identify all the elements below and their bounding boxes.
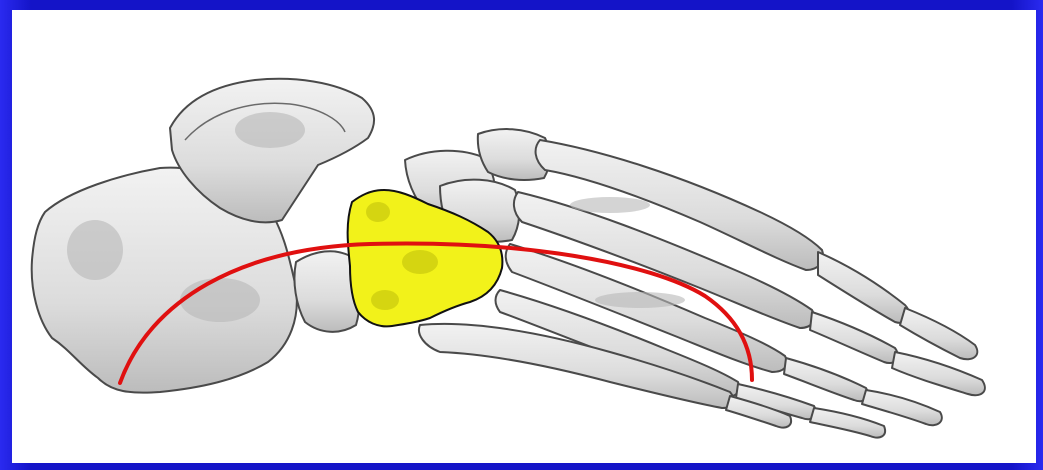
toe-2-proximal-phalanx [810, 312, 898, 363]
toe-4-distal-phalanx [810, 408, 885, 438]
toe-1-distal-phalanx [900, 308, 977, 359]
toe-1-proximal-phalanx [818, 252, 910, 323]
foot-skeleton [32, 79, 985, 438]
toe-3-proximal-phalanx [784, 358, 868, 401]
toe-3-distal-phalanx [862, 390, 942, 425]
